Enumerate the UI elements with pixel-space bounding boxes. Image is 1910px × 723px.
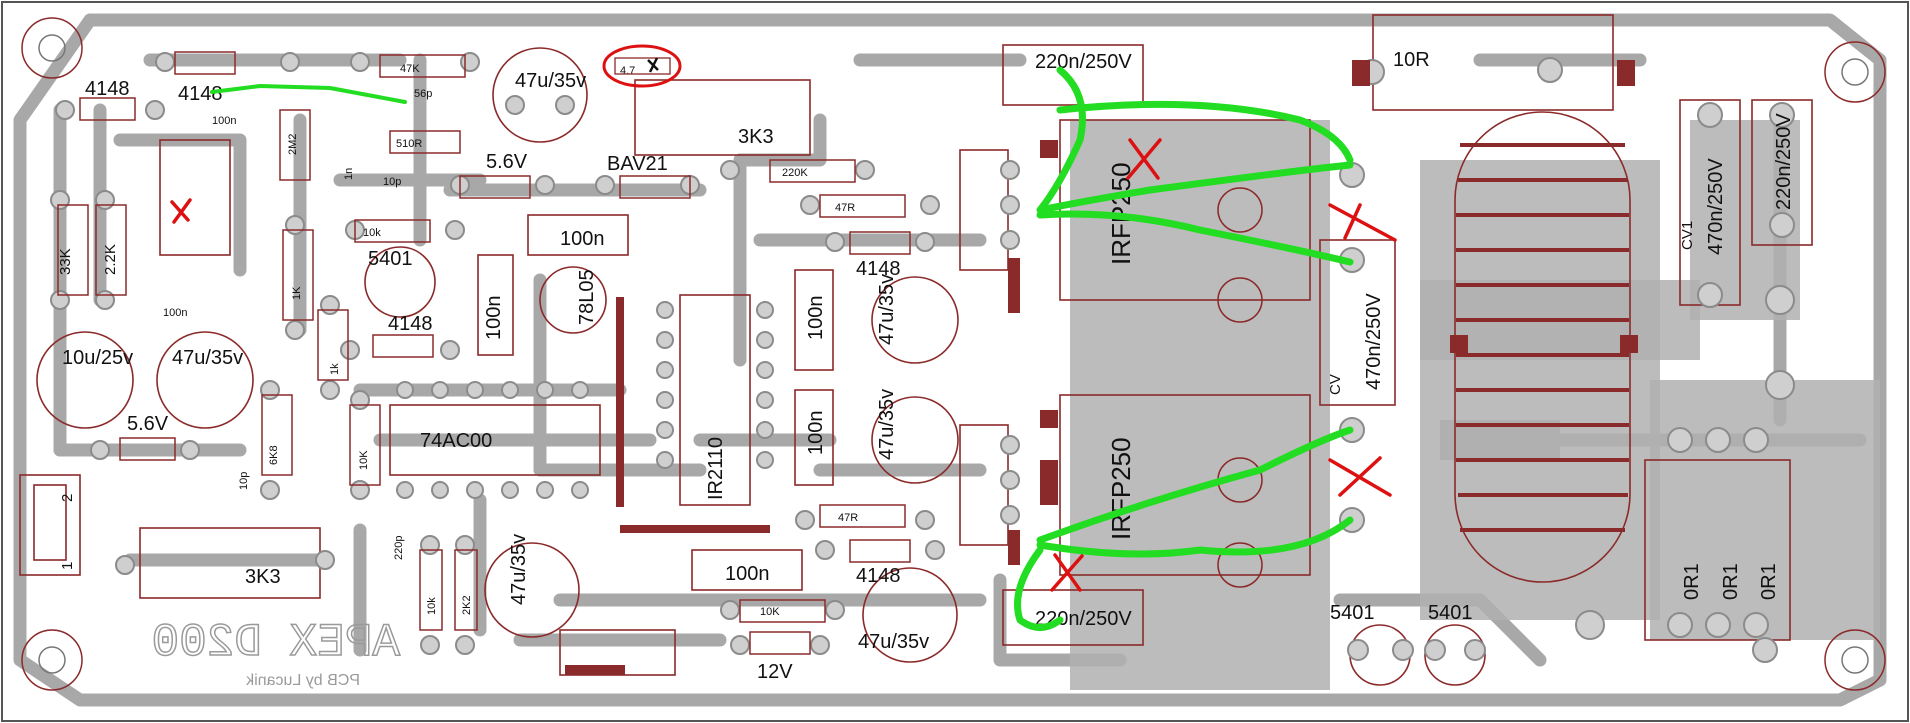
label-r-3k3-b: 3K3 — [245, 566, 281, 588]
label-r-2k2-a: 2.2K — [102, 244, 119, 275]
label-c-56p: 56p — [414, 88, 432, 100]
label-r-510r: 510R — [396, 138, 422, 150]
label-d-bav21: BAV21 — [607, 153, 668, 175]
label-r-47r-a: 47R — [835, 202, 855, 214]
label-r-10k-a: 10k — [363, 227, 381, 239]
label-c-220n250v-b: 220n/250V — [1773, 113, 1795, 210]
label-c-100n-b: 100n — [560, 228, 605, 250]
mounting-holes — [21, 17, 1886, 691]
board-credit: PCB by Lucanik — [245, 672, 360, 689]
red-cross-marks — [170, 138, 1397, 592]
label-c-100n-c: 100n — [163, 307, 187, 319]
label-z-56v-b: 5.6V — [127, 413, 169, 435]
diode-bodies — [57, 51, 911, 655]
label-c-10p-b: 10p — [238, 472, 250, 490]
label-c-10p-a: 10p — [383, 176, 401, 188]
electrolytic-caps — [36, 47, 1486, 686]
label-r-6k8: 6K8 — [268, 445, 280, 465]
label-c-100n-e: 100n — [805, 296, 827, 341]
label-r-0r1-c: 0R1 — [1758, 563, 1780, 600]
label-r-0r1-b: 0R1 — [1720, 563, 1742, 600]
label-r-220k: 220K — [782, 167, 808, 179]
r-47-body — [614, 57, 671, 75]
label-r-47k: 47K — [400, 63, 420, 75]
label-d-4148-c: 4148 — [856, 258, 901, 280]
label-r-1k-b: 1k — [329, 363, 341, 375]
label-r-33k: 33K — [57, 248, 74, 275]
label-q-5401-c: 5401 — [1428, 602, 1473, 624]
label-conn-pin1: 1 — [59, 562, 76, 570]
label-c-100n-g: 100n — [725, 563, 770, 585]
inductor-windings — [1456, 143, 1629, 532]
label-c-cv1: CV1 — [1679, 221, 1696, 250]
mod-wires — [210, 66, 1354, 631]
label-c-470n250v-a: 470n/250V — [1705, 158, 1727, 255]
label-d-4148-d: 4148 — [388, 313, 433, 335]
label-r-3k3-a: 3K3 — [738, 126, 774, 148]
label-r-10k-d: 10K — [760, 606, 780, 618]
label-c-47u35v-d: 47u/35v — [876, 389, 898, 460]
label-c-100n-d: 100n — [483, 296, 505, 341]
label-r-2k2-b: 2K2 — [461, 595, 473, 615]
label-r-10k-b: 10K — [358, 450, 370, 470]
label-d-4148-a: 4148 — [85, 78, 130, 100]
label-conn-pin2: 2 — [59, 494, 76, 502]
board-title: APEX D200 — [152, 617, 400, 669]
label-c-47u35v-c: 47u/35v — [876, 274, 898, 345]
label-u-ir2110: IR2110 — [705, 437, 727, 500]
label-c-47u35v-b: 47u/35v — [172, 347, 243, 369]
label-c-470n250v-b: 470n/250V — [1363, 293, 1385, 390]
label-r-0r1-a: 0R1 — [1681, 563, 1703, 600]
label-q-irfp250-b: IRFP250 — [1106, 437, 1136, 540]
label-u-78l05: 78L05 — [576, 269, 598, 325]
label-r-47r-b: 47R — [838, 512, 858, 524]
label-r-10k-c: 10k — [426, 597, 438, 615]
label-c-10u25v: 10u/25v — [62, 347, 133, 369]
square-pads — [565, 60, 1638, 675]
label-r-2m2: 2M2 — [287, 134, 299, 155]
label-z-56v-a: 5.6V — [486, 151, 528, 173]
label-c-100n-f: 100n — [805, 411, 827, 456]
label-c-220n250v-a: 220n/250V — [1035, 51, 1132, 73]
label-c-220p: 220p — [393, 536, 405, 560]
label-q-5401-a: 5401 — [368, 248, 413, 270]
circled-part-mark — [602, 44, 682, 88]
label-u-74ac00: 74AC00 — [420, 430, 492, 452]
copper-pours — [1070, 120, 1880, 690]
label-c-1n: 1n — [343, 168, 355, 180]
label-r-1k-a: 1K — [291, 286, 303, 300]
label-c-47u35v-a: 47u/35v — [515, 70, 586, 92]
label-c-47u35v-f: 47u/35v — [858, 631, 929, 653]
label-d-4148-e: 4148 — [856, 565, 901, 587]
label-d-4148-b: 4148 — [178, 83, 223, 105]
label-q-5401-b: 5401 — [1330, 602, 1375, 624]
circled-part-cross — [647, 57, 659, 73]
label-z-12v: 12V — [757, 661, 793, 683]
label-r-47: 4.7 — [620, 65, 635, 77]
board-title-group: APEX D200 PCB by Lucanik — [151, 616, 401, 689]
label-r-10r: 10R — [1393, 49, 1430, 71]
label-c-cv: CV — [1327, 374, 1344, 395]
label-c-47u35v-e: 47u/35v — [508, 534, 530, 605]
mosfet-holes — [1217, 187, 1263, 588]
label-c-100n-a: 100n — [212, 115, 236, 127]
